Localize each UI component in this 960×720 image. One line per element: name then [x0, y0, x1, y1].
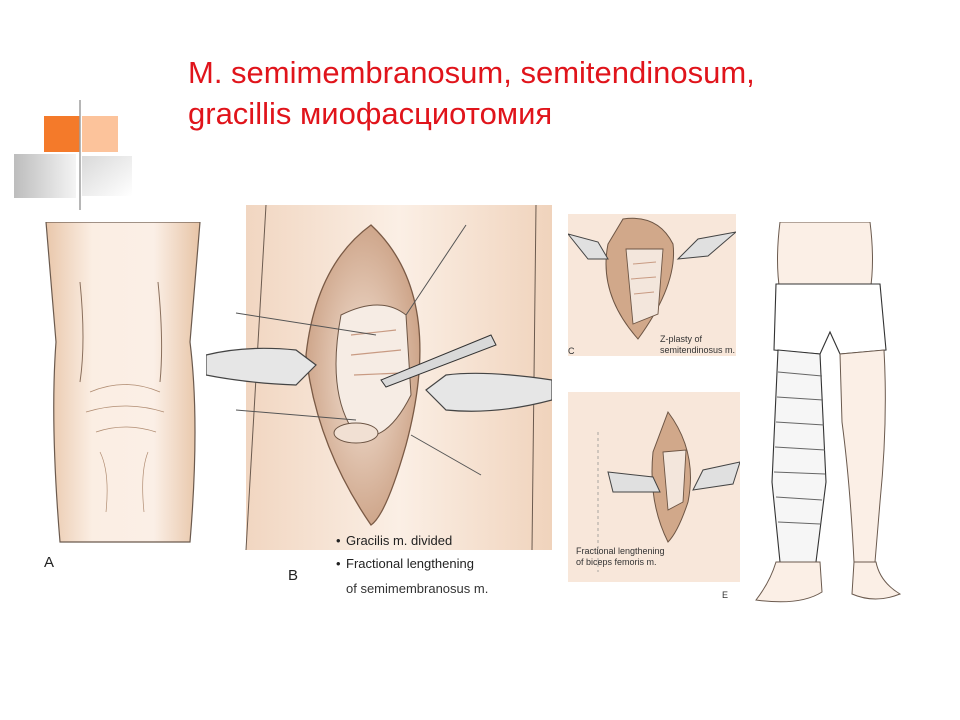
panel-c-caption-line1: Z-plasty of — [660, 334, 703, 344]
panel-c-caption-line2: semitendinosus m. — [660, 345, 736, 355]
panel-e-label: E — [722, 590, 729, 600]
panel-d-biceps-illustration — [568, 392, 740, 582]
gray-square-2 — [82, 156, 132, 196]
light-orange-square — [82, 116, 118, 152]
panel-d-caption-line2: of biceps femoris m. — [576, 557, 657, 567]
panel-b-label: B — [288, 567, 299, 584]
header-decoration — [14, 100, 890, 210]
gray-square — [14, 154, 76, 198]
panel-a-label: A — [44, 554, 55, 571]
panel-b-caption-item: Fractional lengthening — [336, 556, 474, 572]
panel-b-surgical-illustration — [206, 205, 552, 550]
panel-b-caption-continuation: of semimembranosus m. — [346, 581, 489, 596]
panel-e-cast-illustration — [730, 222, 920, 606]
panel-b-caption-text: Fractional lengthening — [346, 556, 474, 571]
panel-a-knee-illustration — [40, 222, 210, 552]
orange-square — [44, 116, 80, 152]
panel-c-label: C — [568, 346, 575, 356]
slide-title-line2: gracillis миофасциотомия — [188, 96, 553, 131]
slide-title-line1: M. semimembranosum, semitendinosum, — [188, 55, 755, 90]
panel-c-zplasty-illustration — [568, 214, 736, 356]
panel-d-caption-line1: Fractional lengthening — [576, 546, 665, 556]
panel-b-caption-item: Gracilis m. divided — [336, 533, 474, 549]
panel-b-caption-list: Gracilis m. divided Fractional lengtheni… — [336, 533, 474, 572]
slide-title: M. semimembranosum, semitendinosum, grac… — [188, 52, 928, 134]
